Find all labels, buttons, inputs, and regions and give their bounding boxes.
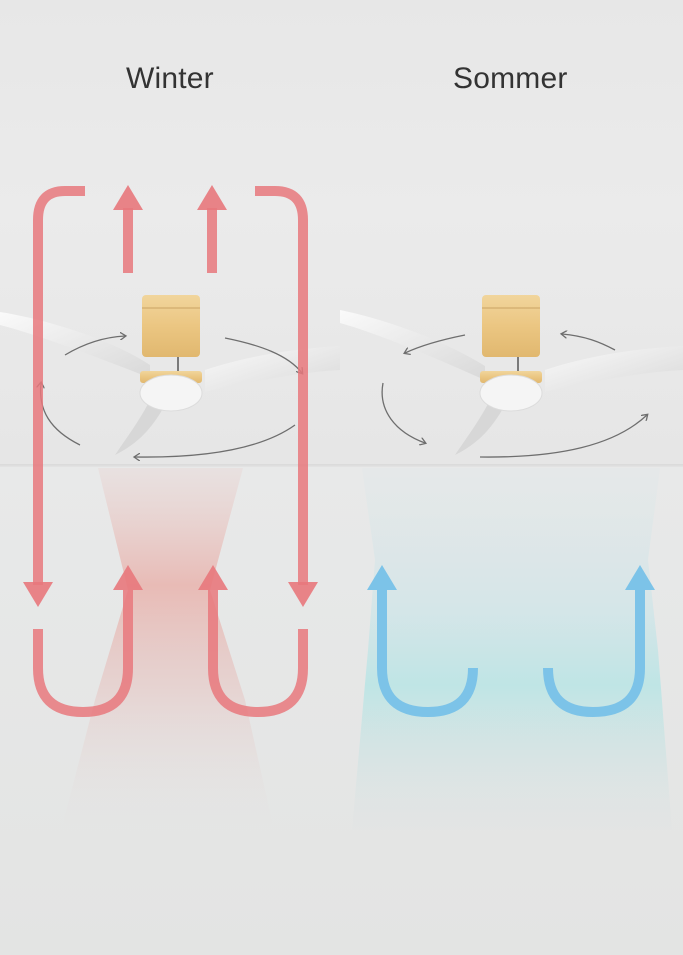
left-u-loop [33, 590, 133, 718]
arrow-up-icon [198, 565, 228, 590]
arrow-down-icon [288, 582, 318, 607]
right-u-loop [208, 590, 308, 718]
fan-light [479, 374, 543, 412]
fan-blade-bottom [455, 400, 505, 455]
summer-panel [340, 295, 683, 830]
fan-blade-left [340, 310, 485, 380]
fan-blade-right [545, 346, 683, 392]
warm-air-cone [60, 468, 275, 835]
arrow-up-icon [197, 185, 227, 210]
arrow-up-icon [367, 565, 397, 590]
arrow-down-icon [23, 582, 53, 607]
ceiling-divider [0, 464, 683, 467]
arrow-up-icon [625, 565, 655, 590]
arrow-up-icon [113, 185, 143, 210]
summer-title: Sommer [453, 62, 568, 95]
fan-light [139, 374, 203, 412]
right-return-arrow [255, 186, 308, 585]
winter-title: Winter [126, 62, 214, 95]
ceiling-area [0, 0, 683, 466]
winter-panel [0, 185, 340, 835]
right-u-loop [543, 590, 645, 718]
left-u-loop [377, 590, 478, 718]
summer-airflow-arrows [377, 466, 645, 718]
rotation-arrows-counterclockwise [381, 334, 647, 458]
cool-air-cone [352, 468, 672, 830]
fan-blade-right [205, 346, 340, 392]
arrow-up-icon [113, 565, 143, 590]
summer-fan [340, 295, 683, 455]
fan-blade-bottom [115, 400, 165, 455]
winter-airflow-arrows [33, 186, 308, 718]
left-return-arrow [33, 186, 85, 585]
winter-arrowheads [23, 185, 318, 607]
fan-blade-left [0, 312, 150, 378]
fan-canopy [482, 295, 540, 357]
summer-arrowheads [367, 565, 655, 590]
winter-fan [0, 295, 340, 455]
fan-canopy [142, 295, 200, 357]
